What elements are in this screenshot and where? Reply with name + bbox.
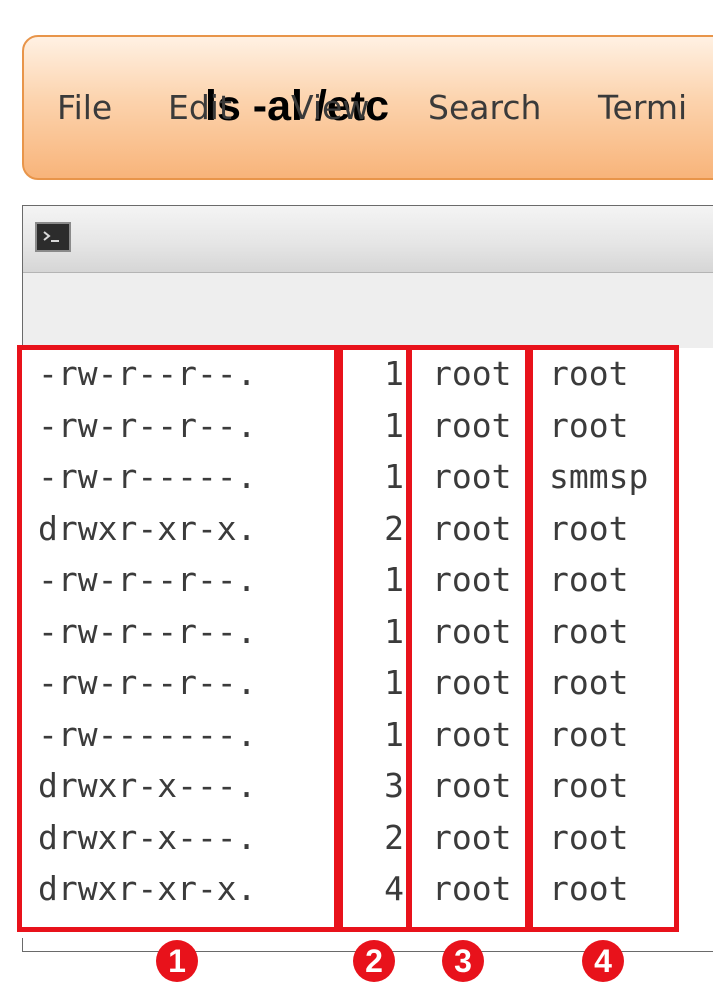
menu-search[interactable]: Search (428, 88, 542, 127)
link-count-cell: 1 (384, 457, 404, 496)
link-count-cell: 1 (384, 405, 404, 445)
command-banner (22, 35, 713, 180)
menu-edit[interactable]: Edit (168, 88, 232, 127)
permissions-cell: -rw-------. (38, 714, 257, 754)
link-count-cell: 1 (384, 714, 404, 754)
group-cell: root (549, 869, 629, 908)
link-count-cell: 1 (384, 560, 404, 599)
permissions-cell: drwxr-x---. (38, 817, 257, 857)
link-count-cell: 3 (384, 766, 404, 805)
owner-cell: root (432, 817, 512, 857)
menu-terminal[interactable]: Termi (598, 88, 688, 127)
permissions-cell: drwxr-x---. (38, 766, 257, 805)
link-count-cell: 1 (384, 663, 404, 702)
owner-cell: root (432, 611, 512, 651)
highlight-owner (407, 345, 530, 932)
link-count-cell: 4 (384, 869, 404, 908)
menu-bar (23, 273, 713, 349)
window-titlebar[interactable] (23, 206, 713, 273)
group-cell: root (549, 714, 629, 754)
badge-1: 1 (156, 940, 198, 982)
link-count-cell: 1 (384, 354, 404, 393)
owner-cell: root (432, 354, 512, 393)
group-cell: root (549, 611, 629, 651)
permissions-cell: -rw-r--r--. (38, 405, 257, 445)
permissions-cell: drwxr-xr-x. (38, 869, 257, 908)
owner-cell: root (432, 663, 512, 702)
link-count-cell: 2 (384, 508, 404, 548)
permissions-cell: drwxr-xr-x. (38, 508, 257, 548)
group-cell: root (549, 766, 629, 805)
owner-cell: root (432, 405, 512, 445)
link-count-cell: 1 (384, 611, 404, 651)
group-cell: root (549, 405, 629, 445)
group-cell: root (549, 508, 629, 548)
group-cell: root (549, 817, 629, 857)
owner-cell: root (432, 457, 512, 496)
permissions-cell: -rw-r--r--. (38, 560, 257, 599)
owner-cell: root (432, 714, 512, 754)
owner-cell: root (432, 508, 512, 548)
owner-cell: root (432, 869, 512, 908)
menu-view[interactable]: View (291, 88, 370, 127)
directory-listing: -rw-r--r--. 1 root root -rw-r--r--. 1 root root… (22, 348, 713, 938)
group-cell: smmsp (549, 457, 649, 496)
permissions-cell: -rw-r-----. (38, 457, 257, 496)
command-title: ls -al /etc (205, 82, 390, 130)
menu-file[interactable]: File (57, 88, 113, 127)
group-cell: root (549, 560, 629, 599)
badge-4: 4 (582, 940, 624, 982)
highlight-permissions (17, 345, 339, 932)
terminal-icon (35, 222, 71, 252)
permissions-cell: -rw-r--r--. (38, 354, 257, 393)
highlight-link-count (338, 345, 411, 932)
owner-cell: root (432, 766, 512, 805)
group-cell: root (549, 663, 629, 702)
permissions-cell: -rw-r--r--. (38, 611, 257, 651)
highlight-group (528, 345, 679, 932)
permissions-cell: -rw-r--r--. (38, 663, 257, 702)
owner-cell: root (432, 560, 512, 599)
badge-3: 3 (442, 940, 484, 982)
link-count-cell: 2 (384, 817, 404, 857)
badge-2: 2 (353, 940, 395, 982)
group-cell: root (549, 354, 629, 393)
